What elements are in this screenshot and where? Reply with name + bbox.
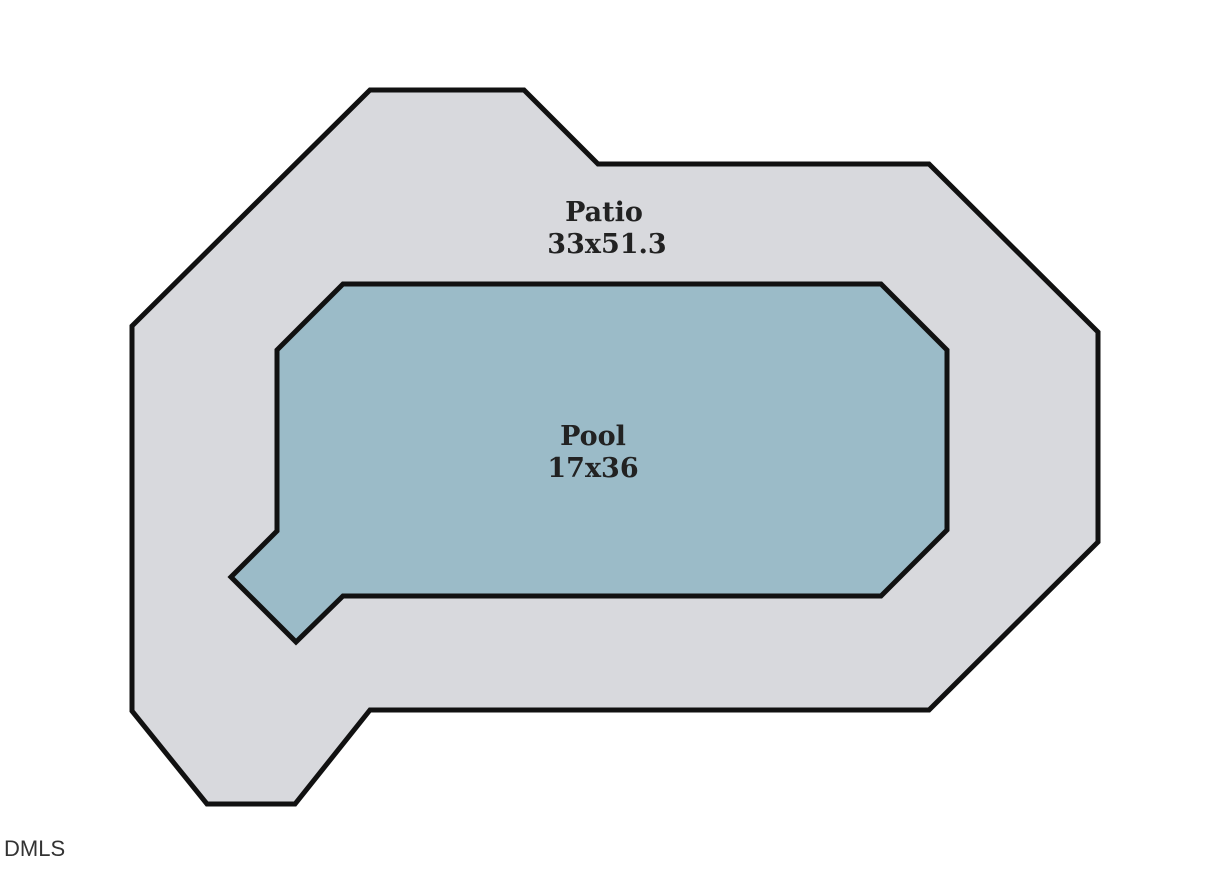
patio-name-label: Patio xyxy=(565,197,643,228)
pool-shape xyxy=(227,281,950,646)
pool-dimensions-label: 17x36 xyxy=(547,453,638,484)
pool-name-label: Pool xyxy=(560,421,626,452)
patio-dimensions-label: 33x51.3 xyxy=(547,229,666,260)
watermark-dmls: DMLS xyxy=(4,836,66,861)
